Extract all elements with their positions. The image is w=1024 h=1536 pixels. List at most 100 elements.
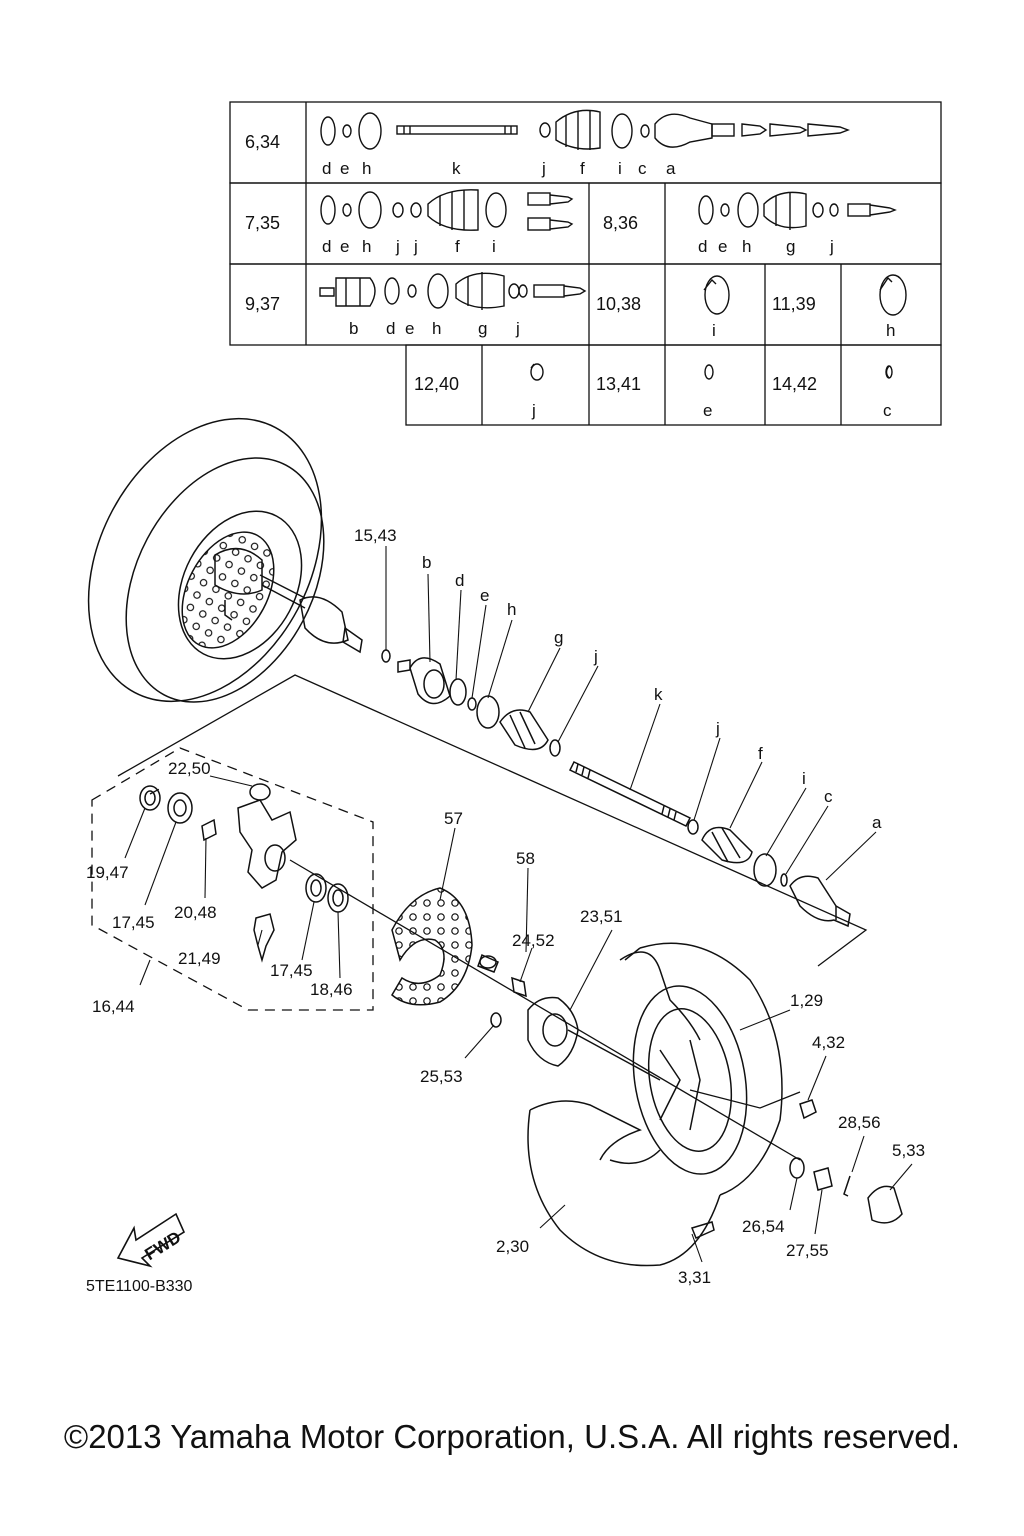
table-code-row3c: 11,39 [772, 294, 816, 314]
svg-text:f: f [580, 159, 585, 178]
callout-c: c [824, 787, 833, 806]
svg-text:c: c [638, 159, 647, 178]
svg-text:d: d [322, 159, 331, 178]
leader-lines [124, 546, 913, 1263]
table-code-row3: 9,37 [245, 294, 280, 314]
svg-text:b: b [349, 319, 358, 338]
brake-disc [391, 887, 473, 1006]
bolt-58 [477, 953, 499, 973]
svg-text:j: j [829, 237, 834, 256]
callout-4-32: 4,32 [812, 1033, 845, 1052]
callout-k: k [654, 685, 663, 704]
svg-text:k: k [452, 159, 461, 178]
callout-17-45-right: 17,45 [270, 961, 313, 980]
svg-text:c: c [883, 401, 892, 420]
callout-d: d [455, 571, 464, 590]
svg-text:e: e [405, 319, 414, 338]
nut-4-32 [799, 1099, 817, 1120]
svg-text:e: e [703, 401, 712, 420]
callout-57: 57 [444, 809, 463, 828]
svg-text:h: h [886, 321, 895, 340]
svg-text:a: a [666, 159, 676, 178]
callout-22-50: 22,50 [168, 759, 211, 778]
table-code-row3b: 10,38 [596, 294, 641, 314]
table-code-row4b: 13,41 [596, 374, 641, 394]
callout-20-48: 20,48 [174, 903, 217, 922]
table-row1-letters: d e h k j f i c a [322, 159, 676, 178]
callout-h: h [507, 600, 516, 619]
table-code-row4c: 14,42 [772, 374, 817, 394]
callout-24-52: 24,52 [512, 931, 555, 950]
svg-text:j: j [531, 401, 536, 420]
callout-1-29: 1,29 [790, 991, 823, 1010]
table-row2-letters: d e h j j f i d e h g j [322, 237, 834, 256]
svg-text:g: g [786, 237, 795, 256]
callout-j-lower: j [715, 719, 720, 738]
svg-text:d: d [698, 237, 707, 256]
callout-e: e [480, 586, 489, 605]
axle-line [289, 859, 801, 1161]
svg-text:h: h [432, 319, 441, 338]
callout-23-51: 23,51 [580, 907, 623, 926]
svg-text:h: h [362, 159, 371, 178]
svg-text:e: e [340, 159, 349, 178]
table-row3-letters: b d e h g j i h j e c [349, 319, 895, 420]
callout-i: i [802, 769, 806, 788]
callout-17-45-left: 17,45 [112, 913, 155, 932]
callout-b: b [422, 553, 431, 572]
callout-j-upper: j [593, 647, 598, 666]
callout-5-33: 5,33 [892, 1141, 925, 1160]
svg-text:h: h [742, 237, 751, 256]
diagram-code: 5TE1100-B330 [86, 1278, 193, 1295]
svg-text:d: d [322, 237, 331, 256]
svg-text:g: g [478, 319, 487, 338]
nut-27-55 [813, 1167, 833, 1191]
callout-f: f [758, 744, 763, 763]
svg-text:i: i [618, 159, 622, 178]
parts-kit-table [229, 101, 942, 426]
knuckle-parts [139, 783, 349, 963]
svg-text:j: j [541, 159, 546, 178]
svg-text:e: e [718, 237, 727, 256]
copyright-notice: ©2013 Yamaha Motor Corporation, U.S.A. A… [63, 1418, 961, 1455]
callout-2-30: 2,30 [496, 1237, 529, 1256]
callout-28-56: 28,56 [838, 1113, 881, 1132]
driveshaft-assembly [342, 626, 851, 928]
callout-18-46: 18,46 [310, 980, 353, 999]
valve-3-31 [690, 1221, 715, 1240]
callout-19-47: 19,47 [86, 863, 129, 882]
callout-15-43: 15,43 [354, 526, 397, 545]
table-code-row2b: 8,36 [603, 213, 638, 233]
table-code-row2: 7,35 [245, 213, 280, 233]
table-row2-parts [320, 189, 897, 231]
svg-text:j: j [395, 237, 400, 256]
svg-text:i: i [712, 321, 716, 340]
table-row3-parts [319, 272, 907, 381]
lower-wheel [527, 942, 783, 1267]
knuckle-dashed-frame [91, 747, 374, 1011]
table-row1-parts [320, 109, 850, 150]
callout-21-49: 21,49 [178, 949, 221, 968]
callout-25-53: 25,53 [420, 1067, 463, 1086]
callout-58: 58 [516, 849, 535, 868]
washer-26-54 [789, 1157, 805, 1179]
upper-wheel-assembly [87, 417, 349, 703]
svg-text:j: j [413, 237, 418, 256]
callout-g: g [554, 628, 563, 647]
bolt-24-52 [511, 976, 527, 998]
svg-text:d: d [386, 319, 395, 338]
svg-text:h: h [362, 237, 371, 256]
exploded-view-frame [117, 674, 868, 967]
callout-3-31: 3,31 [678, 1268, 711, 1287]
callout-26-54: 26,54 [742, 1217, 785, 1236]
hub-cap-5-33 [867, 1185, 903, 1224]
o-ring-25-53 [490, 1012, 502, 1028]
callout-a: a [872, 813, 882, 832]
svg-text:j: j [515, 319, 520, 338]
svg-text:i: i [492, 237, 496, 256]
svg-text:e: e [340, 237, 349, 256]
table-code-row1: 6,34 [245, 132, 280, 152]
callout-27-55: 27,55 [786, 1241, 829, 1260]
table-code-row4: 12,40 [414, 374, 459, 394]
